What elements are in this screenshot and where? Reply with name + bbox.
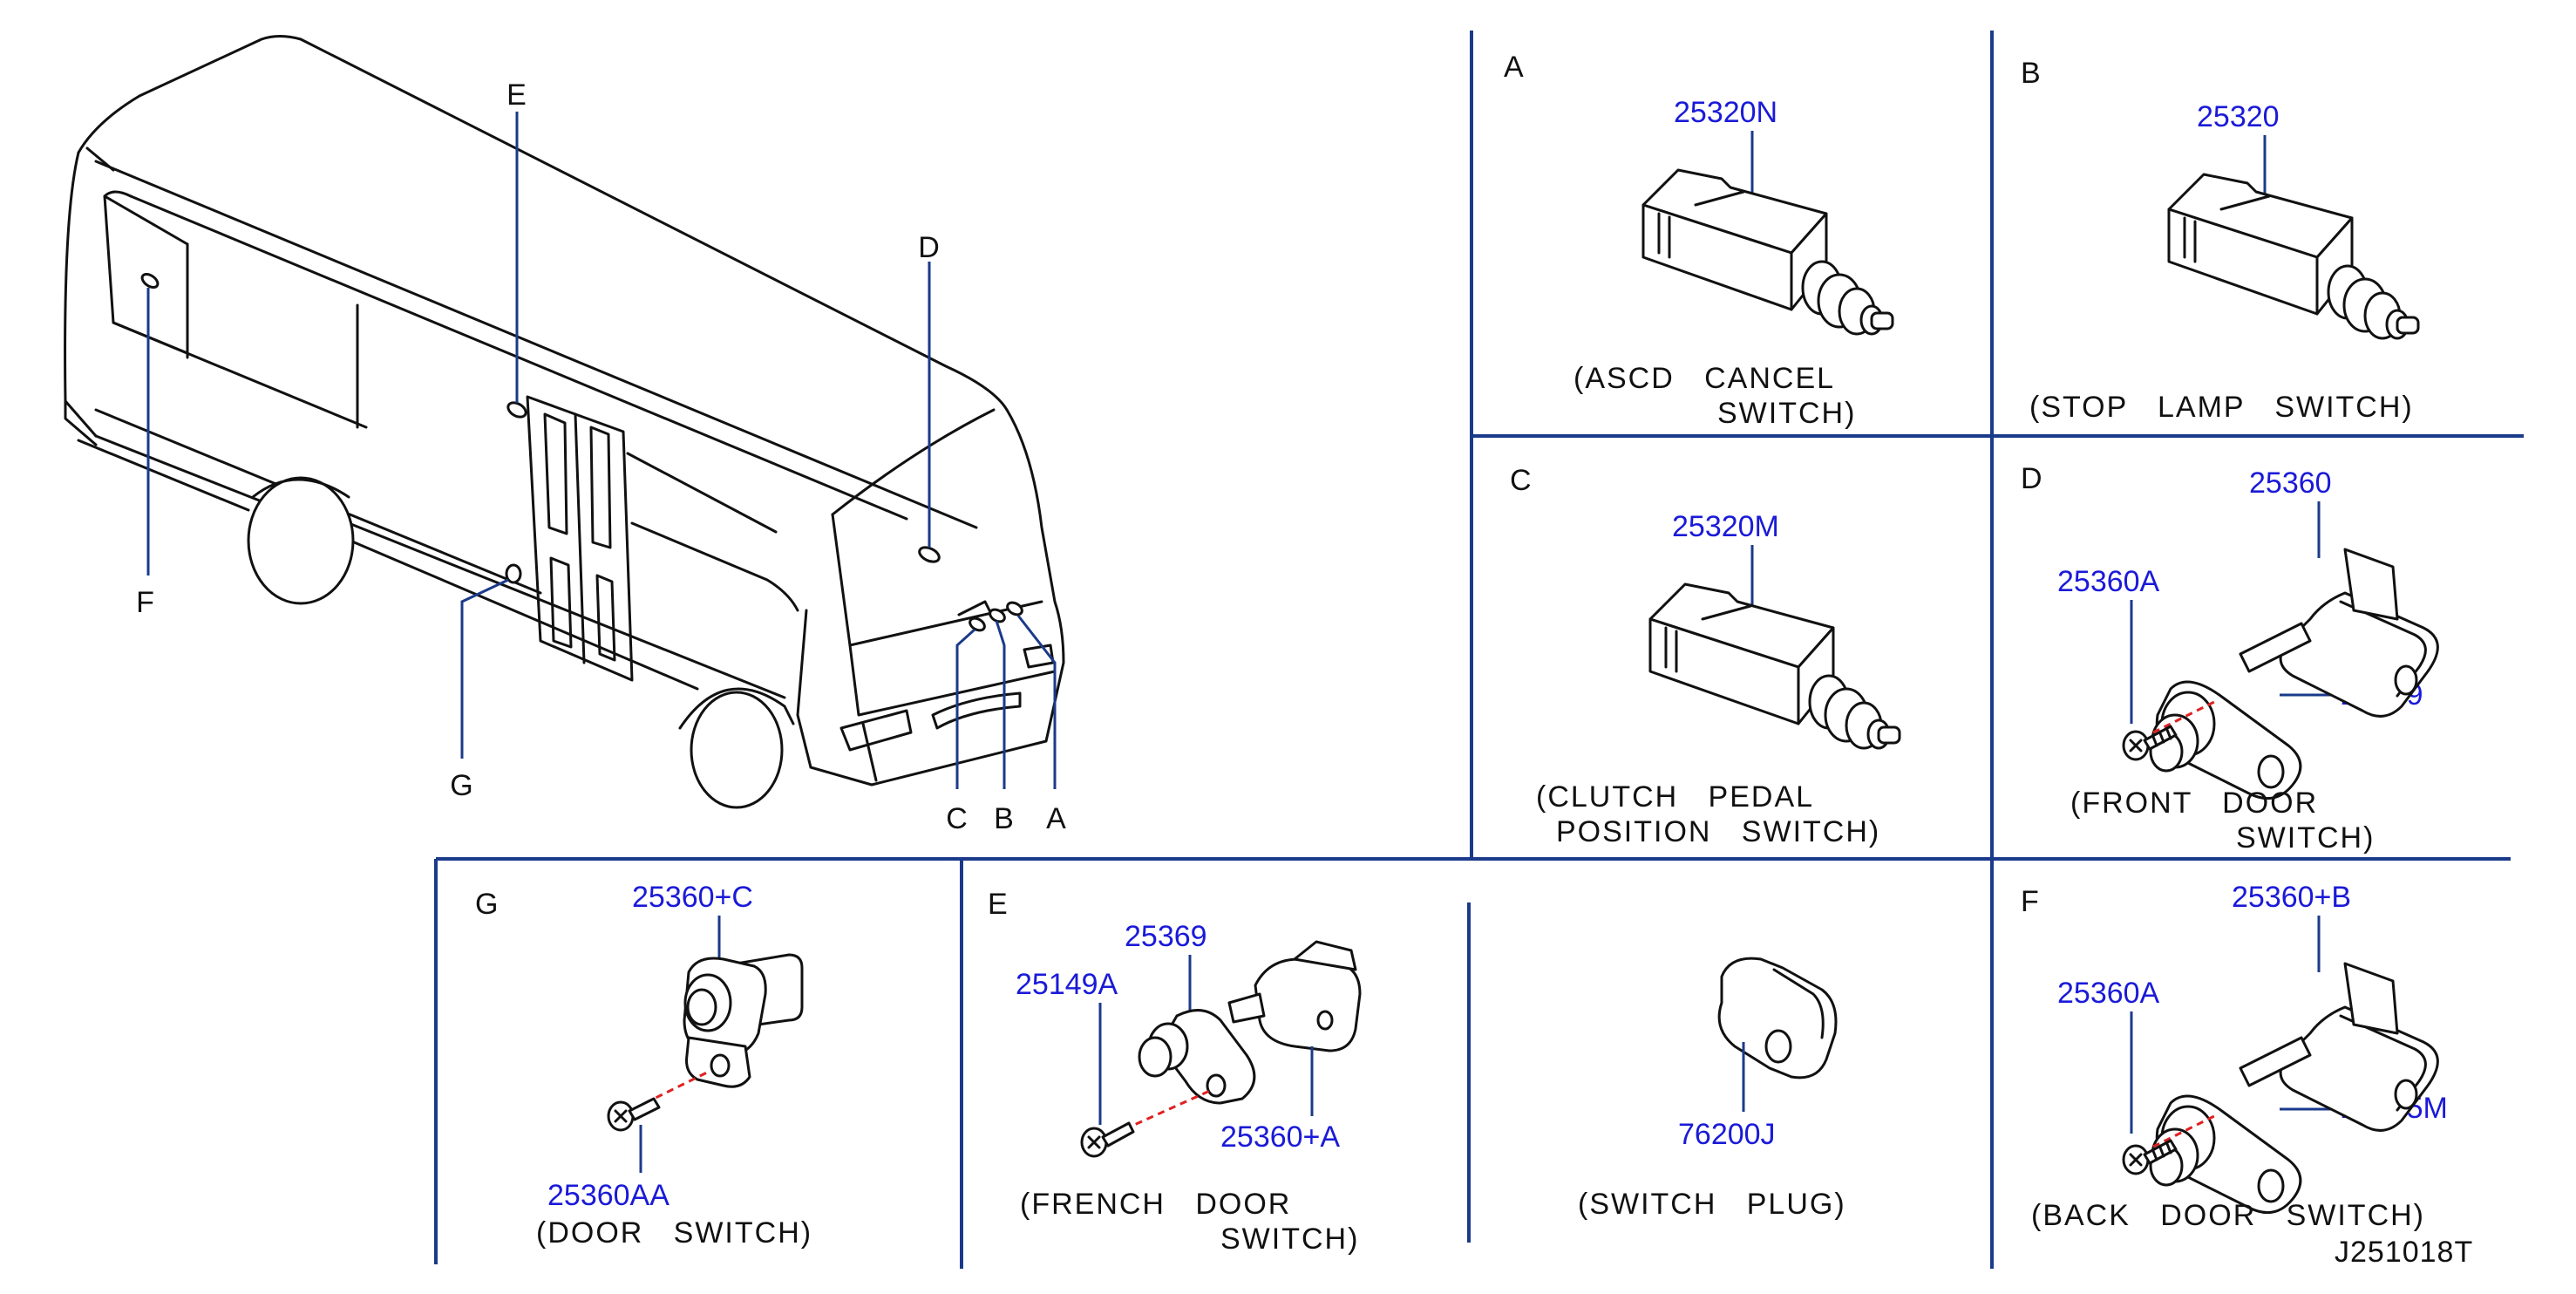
panel-a-letter: A bbox=[1504, 51, 1525, 84]
part-number-25320m: 25320M bbox=[1672, 510, 1779, 543]
back-door-switch-drawing bbox=[2149, 962, 2439, 1215]
panel-g-caption: (DOOR SWITCH) bbox=[536, 1216, 812, 1250]
panel-c-caption-line2: POSITION SWITCH) bbox=[1556, 815, 1880, 848]
part-number-25149a: 25149A bbox=[1016, 968, 1118, 1001]
minibus-illustration bbox=[64, 35, 1065, 809]
panel-e-french-door-switch: E 25369 25149A 25360+A (FRENCH DOOR SWIT… bbox=[988, 888, 1362, 1256]
french-door-switch-drawing bbox=[1138, 940, 1362, 1105]
panel-a-caption-line1: (ASCD CANCEL bbox=[1573, 362, 1835, 395]
screw-e-drawing bbox=[1080, 1121, 1135, 1158]
panel-e-caption-line1: (FRENCH DOOR bbox=[1020, 1188, 1291, 1221]
panel-d-letter: D bbox=[2021, 462, 2043, 495]
panel-f-letter: F bbox=[2021, 885, 2040, 918]
panel-d-front-door-switch: D 25360 25360A 25369 (FRONT DOOR SWITCH) bbox=[2021, 462, 2439, 855]
panel-g-letter: G bbox=[475, 888, 499, 921]
part-number-25360c: 25360+C bbox=[632, 881, 753, 914]
panel-g-door-switch: G 25360+C 25360AA (DOOR SWITCH) bbox=[475, 881, 812, 1250]
vehicle-label-g: G bbox=[450, 769, 473, 802]
screw-g-drawing bbox=[607, 1097, 661, 1132]
panel-c-clutch-pedal-switch: C 25320M (CLUTCH PEDAL POSITION SWITCH) bbox=[1510, 464, 1901, 848]
vehicle-location-labels: E D F G C B A bbox=[136, 78, 1067, 835]
part-number-25360b: 25360+B bbox=[2232, 881, 2351, 914]
panel-f-back-door-switch: F 25360+B 25360A 25515M (BACK DOOR SWITC… bbox=[2021, 881, 2448, 1232]
switch-plug-caption: (SWITCH PLUG) bbox=[1578, 1188, 1846, 1221]
switch-plug-drawing bbox=[1717, 957, 1838, 1079]
part-number-76200j: 76200J bbox=[1678, 1118, 1776, 1151]
stop-lamp-switch-drawing bbox=[2167, 173, 2420, 340]
panel-b-stop-lamp-switch: B 25320 (STOP LAMP SWITCH) bbox=[2021, 57, 2420, 424]
panel-c-letter: C bbox=[1510, 464, 1533, 497]
panel-f-caption: (BACK DOOR SWITCH) bbox=[2031, 1199, 2425, 1232]
door-switch-g-drawing bbox=[683, 953, 804, 1088]
clutch-pedal-switch-drawing bbox=[1648, 582, 1901, 750]
panel-grid bbox=[434, 31, 2524, 1269]
diagram-code: J251018T bbox=[2335, 1236, 2473, 1269]
panel-switch-plug: 76200J (SWITCH PLUG) bbox=[1578, 957, 1846, 1221]
part-number-25360a-e: 25360+A bbox=[1220, 1120, 1340, 1154]
vehicle-leader-lines bbox=[146, 112, 1057, 789]
part-number-25360a: 25360A bbox=[2057, 565, 2160, 598]
part-number-25320n: 25320N bbox=[1674, 96, 1777, 129]
panel-b-letter: B bbox=[2021, 57, 2042, 90]
part-number-25360a-f: 25360A bbox=[2057, 977, 2160, 1010]
panel-a-caption-line2: SWITCH) bbox=[1717, 397, 1856, 430]
vehicle-label-c: C bbox=[946, 802, 969, 835]
ascd-cancel-switch-drawing bbox=[1641, 168, 1894, 336]
panel-c-caption-line1: (CLUTCH PEDAL bbox=[1536, 780, 1814, 814]
front-door-switch-drawing bbox=[2149, 548, 2439, 800]
part-number-25360: 25360 bbox=[2249, 467, 2332, 500]
vehicle-label-d: D bbox=[918, 231, 941, 264]
part-number-25360aa: 25360AA bbox=[547, 1179, 669, 1212]
panel-e-caption-line2: SWITCH) bbox=[1220, 1222, 1359, 1256]
vehicle-label-e: E bbox=[506, 78, 527, 112]
vehicle-label-f: F bbox=[136, 586, 155, 619]
panel-a-ascd-cancel-switch: A 25320N (ASCD CANCEL SWITCH) bbox=[1504, 51, 1894, 430]
vehicle-label-a: A bbox=[1046, 802, 1067, 835]
panel-b-caption: (STOP LAMP SWITCH) bbox=[2029, 391, 2414, 424]
panel-d-caption-line2: SWITCH) bbox=[2236, 821, 2375, 855]
vehicle-label-b: B bbox=[994, 802, 1015, 835]
panel-d-caption-line1: (FRONT DOOR bbox=[2070, 787, 2318, 820]
part-number-25369-e: 25369 bbox=[1125, 920, 1207, 953]
panel-e-letter: E bbox=[988, 888, 1009, 921]
part-number-25320: 25320 bbox=[2197, 100, 2280, 133]
